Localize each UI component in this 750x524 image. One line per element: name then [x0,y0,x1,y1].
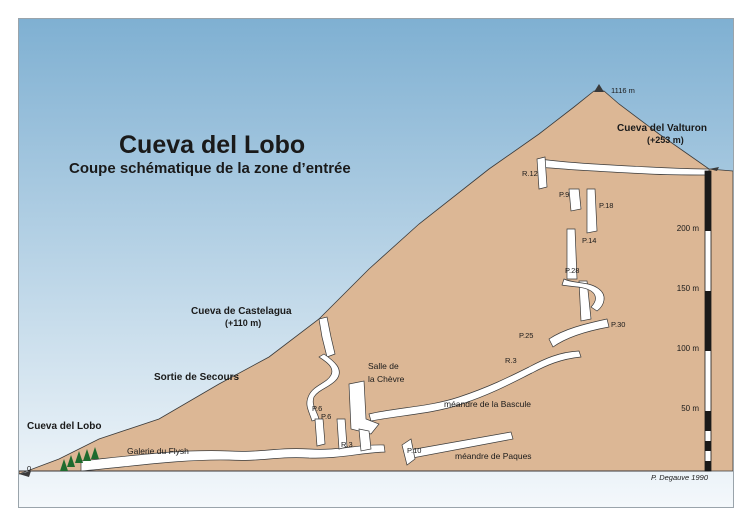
passage-p6 [314,418,326,447]
scale-seg-2 [705,291,711,351]
entrance-castelagua-elevation: (+110 m) [225,318,262,328]
passage-shaft-p28 [578,280,592,322]
passage-galerie-du-flysh [80,444,386,472]
pitch-p6-lower: P.6 [321,412,332,421]
label-salle-line2: la Chèvre [368,374,405,384]
tree-3 [75,451,83,463]
pitch-r3-upper: R.3 [505,356,517,365]
scale-label-zero: 0 [27,464,32,473]
tree-5 [91,447,99,459]
mountain-rock [19,90,733,475]
pitch-p14: P.14 [582,236,597,245]
passage-r12 [536,156,548,190]
pitch-p28: P.28 [565,266,580,275]
pitch-p9: P.9 [559,190,570,199]
entrance-castelagua-name: Cueva de Castelagua [191,306,292,317]
passage-shaft-p18 [586,188,598,234]
passage-p25-p30 [548,318,610,348]
passage-p10 [401,438,416,466]
arrow-lobo [19,471,31,477]
cave-cross-section [19,19,733,507]
trees [60,447,99,471]
summit-elevation: 1116 m [611,86,635,95]
pitch-p18: P.18 [599,201,614,210]
cave-passages [80,156,710,472]
entrance-lobo-name: Cueva del Lobo [27,421,102,432]
pitch-r3-lower: R.3 [341,440,353,449]
tree-1 [60,459,68,471]
arrow-valturon [709,167,719,171]
scale-seg-4 [705,441,711,451]
passage-meander-upper [561,278,605,312]
passage-salle-chevre [348,380,380,435]
entrance-secours-name: Sortie de Secours [154,372,240,383]
tree-4 [83,449,91,461]
scale-bar [704,170,712,472]
figure-frame: Cueva del Lobo Coupe schématique de la z… [18,18,734,508]
scale-seg-3 [705,411,711,431]
pitch-r12: R.12 [522,169,538,178]
summit-marker [594,84,604,92]
label-galerie-du-flysh: Galerie du Flysh [127,446,189,456]
pitch-p10: P.10 [407,446,422,455]
scale-label-150: 150 m [676,284,699,293]
pitch-p6-upper: P.6 [312,404,323,413]
entrance-valturon-elevation: (+253 m) [647,135,684,145]
pitch-p30: P.30 [611,320,626,329]
label-salle-line1: Salle de [368,361,399,371]
label-meandre-paques: méandre de Paques [455,451,532,461]
passage-meandre-bascule [368,350,582,422]
scale-seg-1 [705,171,711,231]
passage-p6b [336,418,348,450]
passage-castelagua [318,316,336,358]
scale-label-100: 100 m [676,344,699,353]
tree-2 [67,455,75,467]
passage-r3-lower [358,428,372,452]
passage-shaft-p14 [566,228,578,280]
diagram-title: Cueva del Lobo [119,131,306,159]
scale-label-50: 50 m [681,404,699,413]
author-credit: P. Degauve 1990 [651,473,708,482]
pitch-p25: P.25 [519,331,534,340]
entrance-valturon-name: Cueva del Valturon [617,123,708,134]
diagram-subtitle: Coupe schématique de la zone d’entrée [69,160,351,177]
scale-label-200: 200 m [676,224,699,233]
scale-seg-5 [705,461,711,471]
label-meandre-bascule: méandre de la Bascule [444,399,531,409]
passage-secours-link [306,353,340,422]
passage-p9 [568,188,582,212]
